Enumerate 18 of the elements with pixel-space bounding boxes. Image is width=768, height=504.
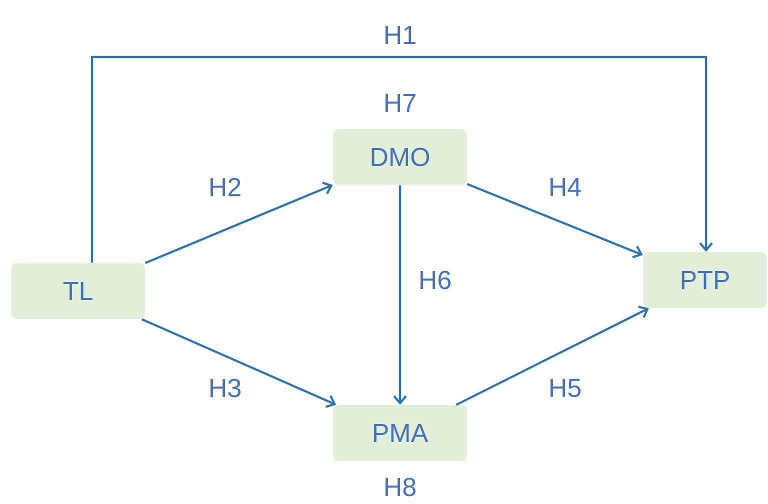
node-caption: H7 <box>386 94 416 112</box>
process-box: TL <box>11 263 145 319</box>
edge-label: H6 <box>417 270 453 290</box>
edge-label: H5 <box>547 378 583 398</box>
process-box: PTP <box>643 252 767 308</box>
process-box: PMA <box>333 405 467 461</box>
edge-label: H2 <box>207 176 243 198</box>
node-caption: H8 <box>386 478 416 496</box>
edge-label: H4 <box>547 177 583 197</box>
process-box: DMO <box>333 129 467 185</box>
arrow <box>393 185 407 405</box>
arrow <box>456 306 649 406</box>
arrow <box>144 182 333 264</box>
edge-label: H1 <box>382 25 418 45</box>
arrow <box>466 183 643 258</box>
edge-label: H3 <box>207 378 243 398</box>
arrow <box>90 56 713 263</box>
arrow <box>141 318 336 408</box>
